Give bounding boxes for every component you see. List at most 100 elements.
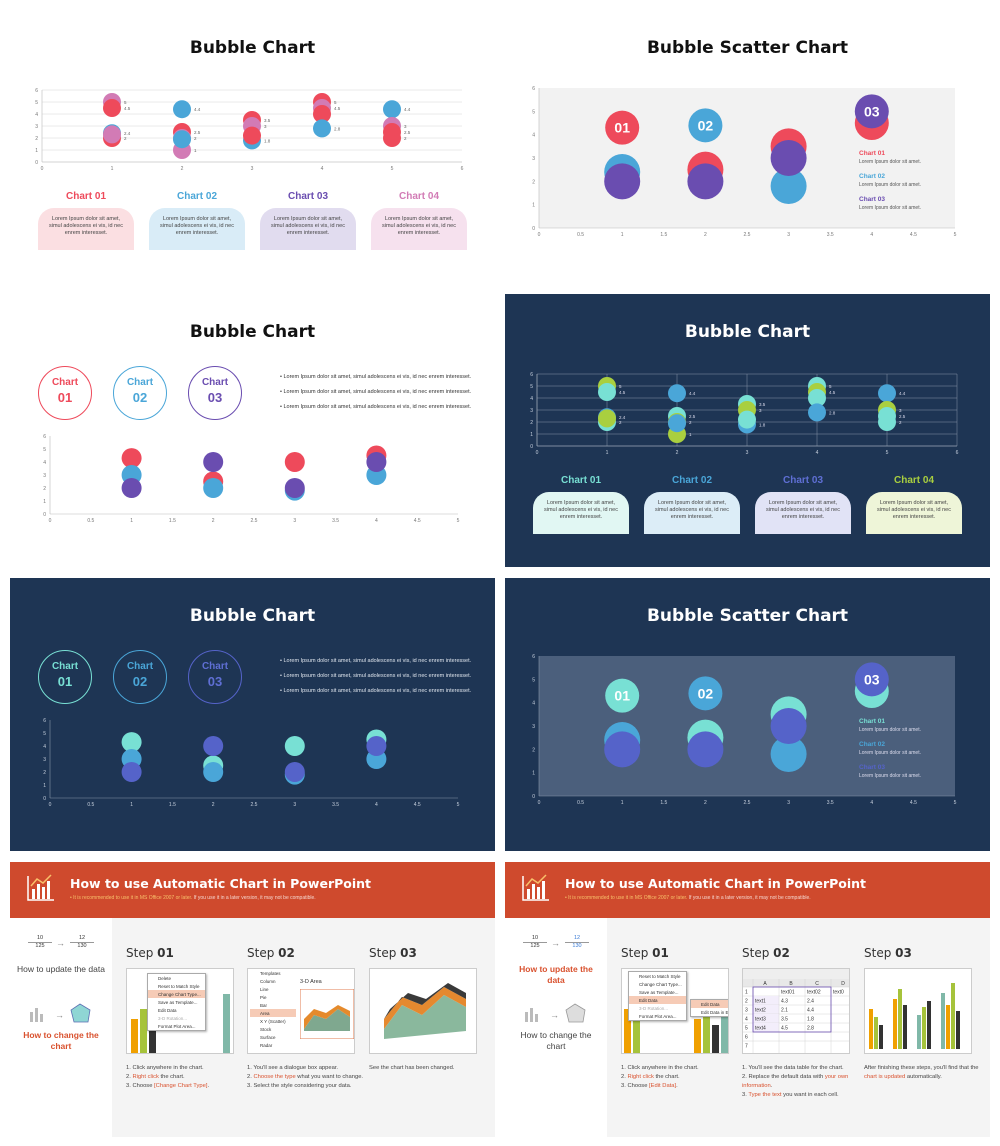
x-tick-label: 0.5 <box>577 800 584 806</box>
y-tick-label: 6 <box>35 88 38 94</box>
chart-change-icon: → <box>525 1003 586 1023</box>
sheet-toolbar <box>743 969 849 979</box>
bullet-list: Lorem Ipsum dolor sit amet, simul adoles… <box>280 374 471 419</box>
bubble <box>313 119 331 138</box>
bubble <box>854 94 889 129</box>
sheet-cell: text1 <box>755 999 766 1005</box>
step-03-text: After finishing these steps, you'll find… <box>864 1065 979 1080</box>
bubble <box>770 736 807 772</box>
x-tick-label: 2.5 <box>744 800 751 806</box>
sheet-cell: 4.5 <box>781 1026 788 1032</box>
x-tick-label: 3.5 <box>827 232 834 238</box>
arrow-right-icon: → <box>56 938 65 948</box>
svg-text:→: → <box>550 1010 559 1020</box>
y-tick-label: 6 <box>532 86 535 92</box>
bubble <box>808 403 826 422</box>
step-03-screenshot <box>864 968 972 1054</box>
y-tick-label: 0 <box>43 796 46 802</box>
edit-data-submenu[interactable]: Edit Data Edit Data in Excel <box>690 999 728 1017</box>
bubble <box>103 125 121 144</box>
chart-type-list[interactable]: Templates Column Line Pie Bar Area X Y (… <box>250 969 296 1049</box>
update-data-label: How to update the data <box>17 964 105 974</box>
bubble <box>808 389 826 407</box>
x-tick-label: 1 <box>606 450 609 456</box>
y-tick-label: 6 <box>530 372 533 378</box>
x-tick-label: 0.5 <box>577 232 584 238</box>
bubble-value-label: 3 <box>899 408 902 413</box>
update-data-label: How to update the data <box>519 964 593 985</box>
bubble-value-label: 1 <box>689 432 692 437</box>
sheet-cell: text0 <box>833 990 844 996</box>
x-tick-label: 4 <box>321 166 324 172</box>
bubble <box>604 163 641 200</box>
bubble-value-label: 2.5 <box>194 130 201 135</box>
bubble <box>203 762 224 782</box>
sheet-data-range <box>752 986 832 1033</box>
bubble <box>284 762 305 782</box>
bubble-value-label: 2 <box>194 136 197 141</box>
change-chart-label: How to change the chart <box>520 1030 592 1051</box>
chart-icon <box>27 874 54 901</box>
bubble <box>203 452 224 472</box>
bubble <box>605 678 640 713</box>
bubble <box>284 452 305 472</box>
bubble <box>598 383 616 401</box>
y-tick-label: 5 <box>43 447 46 453</box>
slide-title: Bubble Chart <box>189 38 316 58</box>
x-tick-label: 5 <box>391 166 394 172</box>
x-tick-label: 3 <box>293 802 296 808</box>
context-menu[interactable]: Delete Reset to Match Style Change Chart… <box>147 973 206 1031</box>
x-tick-label: 1 <box>621 232 624 238</box>
bubble-value-label: 2.4 <box>124 131 131 136</box>
x-tick-label: 2 <box>676 450 679 456</box>
x-tick-label: 3 <box>746 450 749 456</box>
sheet-cell: 3 <box>745 1008 748 1014</box>
x-tick-label: 4 <box>375 802 378 808</box>
x-tick-label: 5 <box>457 518 460 524</box>
y-tick-label: 0 <box>43 512 46 518</box>
svg-text:→: → <box>55 1010 64 1020</box>
menu-change-chart-type[interactable]: Change Chart Type... <box>148 990 205 998</box>
menu-edit-data[interactable]: Edit Data <box>629 996 686 1004</box>
howto-update-data[interactable]: How to use Automatic Chart in PowerPoint… <box>505 862 990 1137</box>
bubble-value-label: 2 <box>404 136 407 141</box>
bubble-value-label: 1.8 <box>264 138 271 143</box>
bubble-value-label: 2.5 <box>899 414 906 419</box>
chart-panel-01: Chart 01 Lorem Ipsum dolor sit amet, sim… <box>38 191 134 250</box>
chart-panel-02: Chart 02 Lorem Ipsum dolor sit amet, sim… <box>149 191 245 250</box>
x-tick-label: 0 <box>49 802 52 808</box>
step-01-heading: Step 01 <box>621 946 669 960</box>
x-tick-label: 1.5 <box>169 802 176 808</box>
bubble-value-label: 2.8 <box>334 126 341 131</box>
x-tick-label: 3.5 <box>332 518 339 524</box>
x-tick-label: 6 <box>461 166 464 172</box>
bubble <box>687 731 724 768</box>
bubble-value-label: 4.4 <box>689 391 696 396</box>
y-tick-label: 3 <box>43 757 46 763</box>
x-tick-label: 0 <box>536 450 539 456</box>
bubble <box>854 662 889 697</box>
context-menu[interactable]: Reset to Match Style Change Chart Type..… <box>628 971 687 1021</box>
sheet-cell: 7 <box>745 1044 748 1050</box>
bubble <box>203 478 224 498</box>
howto-change-chart[interactable]: How to use Automatic Chart in PowerPoint… <box>10 862 495 1137</box>
x-tick-label: 2 <box>704 232 707 238</box>
x-tick-label: 0 <box>49 518 52 524</box>
x-tick-label: 3 <box>787 232 790 238</box>
bubble <box>604 731 641 768</box>
x-tick-label: 6 <box>956 450 959 456</box>
y-tick-label: 3 <box>35 124 38 130</box>
x-tick-label: 1.5 <box>169 518 176 524</box>
